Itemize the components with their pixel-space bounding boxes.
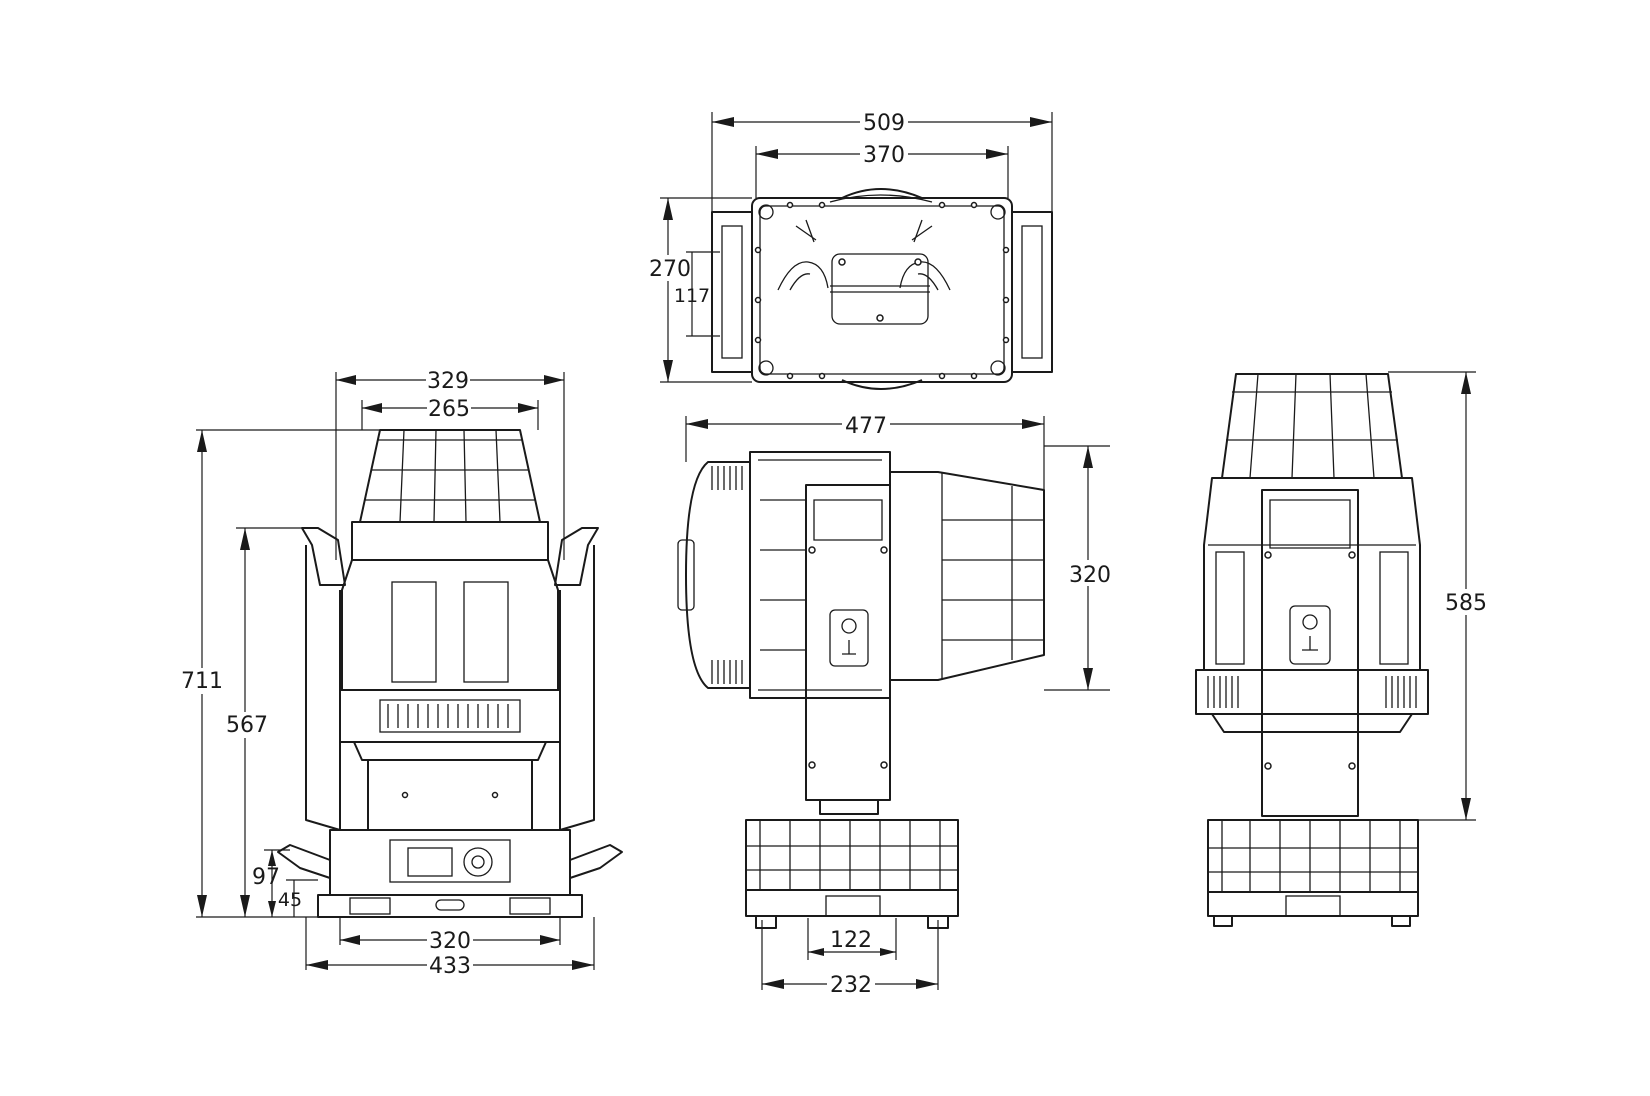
dim-front-329: 329 <box>427 369 469 394</box>
dim-top-509: 509 <box>863 111 905 136</box>
side-view <box>677 451 1045 929</box>
dim-front-97: 97 <box>252 865 280 890</box>
dim-side-122: 122 <box>830 928 872 953</box>
dim-side-320: 320 <box>1069 563 1111 588</box>
dim-side-477: 477 <box>845 414 887 439</box>
top-view <box>711 188 1053 390</box>
dim-front-567: 567 <box>226 713 268 738</box>
dim-side-232: 232 <box>830 973 872 998</box>
front-view <box>277 429 623 918</box>
side-dimensions: 477 320 232 122 <box>685 412 1114 998</box>
dim-top-270: 270 <box>649 257 691 282</box>
rear-view <box>1195 373 1429 927</box>
dim-front-711: 711 <box>181 669 223 694</box>
front-dimensions: 329 265 711 567 97 45 320 433 <box>176 368 595 979</box>
rear-dimensions: 585 <box>1348 371 1492 821</box>
dim-rear-585: 585 <box>1445 591 1487 616</box>
dim-top-370: 370 <box>863 143 905 168</box>
dim-top-117: 117 <box>674 285 710 307</box>
dim-front-433: 433 <box>429 954 471 979</box>
dim-front-45: 45 <box>278 889 302 911</box>
dim-front-320: 320 <box>429 929 471 954</box>
top-dimensions: 509 370 270 117 <box>646 109 1053 383</box>
dim-front-265: 265 <box>428 397 470 422</box>
